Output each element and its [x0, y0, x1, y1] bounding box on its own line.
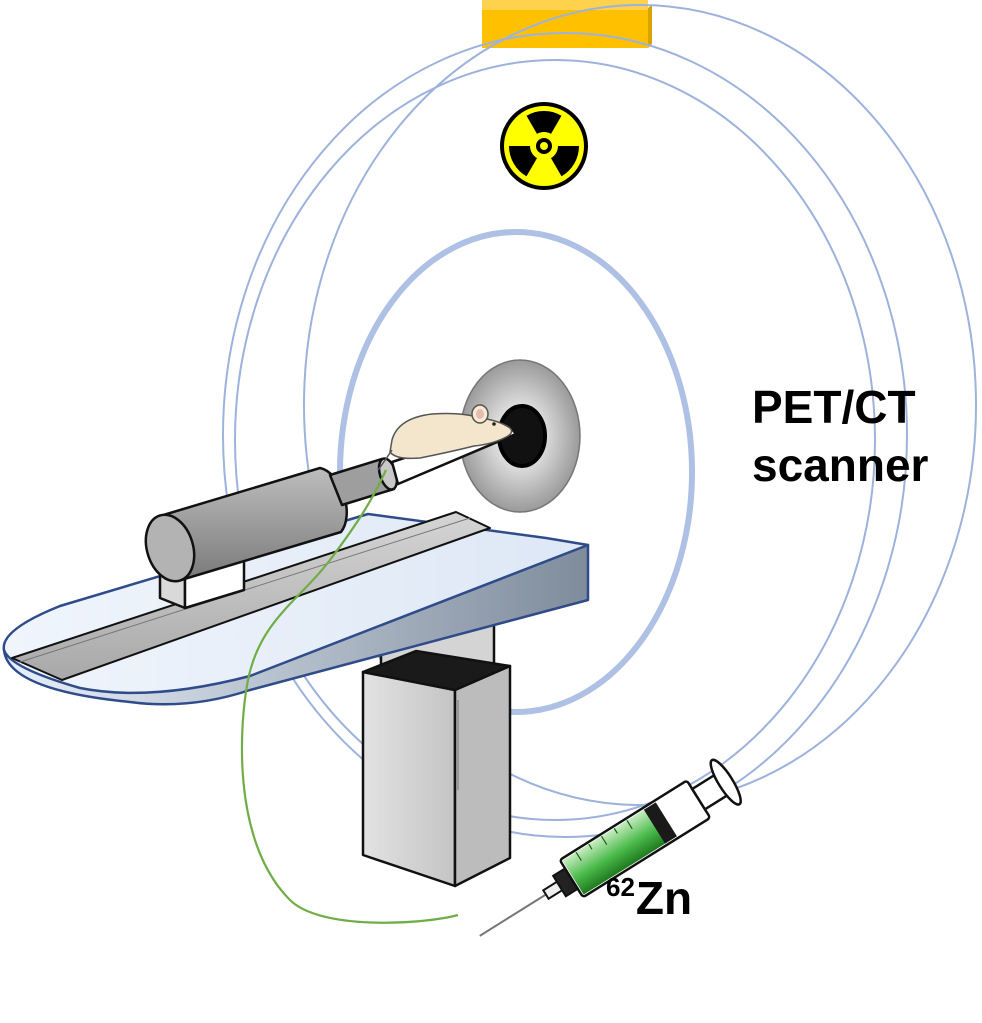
isotope-label: 62Zn — [606, 870, 692, 933]
gantry-rings — [222, 4, 977, 838]
gantry-back-ring — [303, 4, 977, 806]
tracer-line — [240, 469, 459, 924]
gantry-outer-ring — [222, 32, 908, 838]
radiation-trefoil-icon — [500, 102, 588, 190]
isotope-symbol: Zn — [635, 872, 693, 924]
scanner-label: PET/CT scanner — [752, 378, 928, 494]
bed-rail — [11, 511, 491, 681]
gantry-front-ring — [234, 59, 876, 821]
scanner-label-line2: scanner — [752, 439, 929, 491]
mouse-icon — [377, 404, 513, 471]
syringe-icon — [479, 758, 742, 937]
bore-opening — [459, 359, 581, 513]
gantry-top-block — [482, 0, 652, 48]
patient-bed — [2, 511, 590, 706]
scanner-label-line1: PET/CT — [752, 381, 916, 433]
isotope-mass-number: 62 — [606, 872, 635, 902]
